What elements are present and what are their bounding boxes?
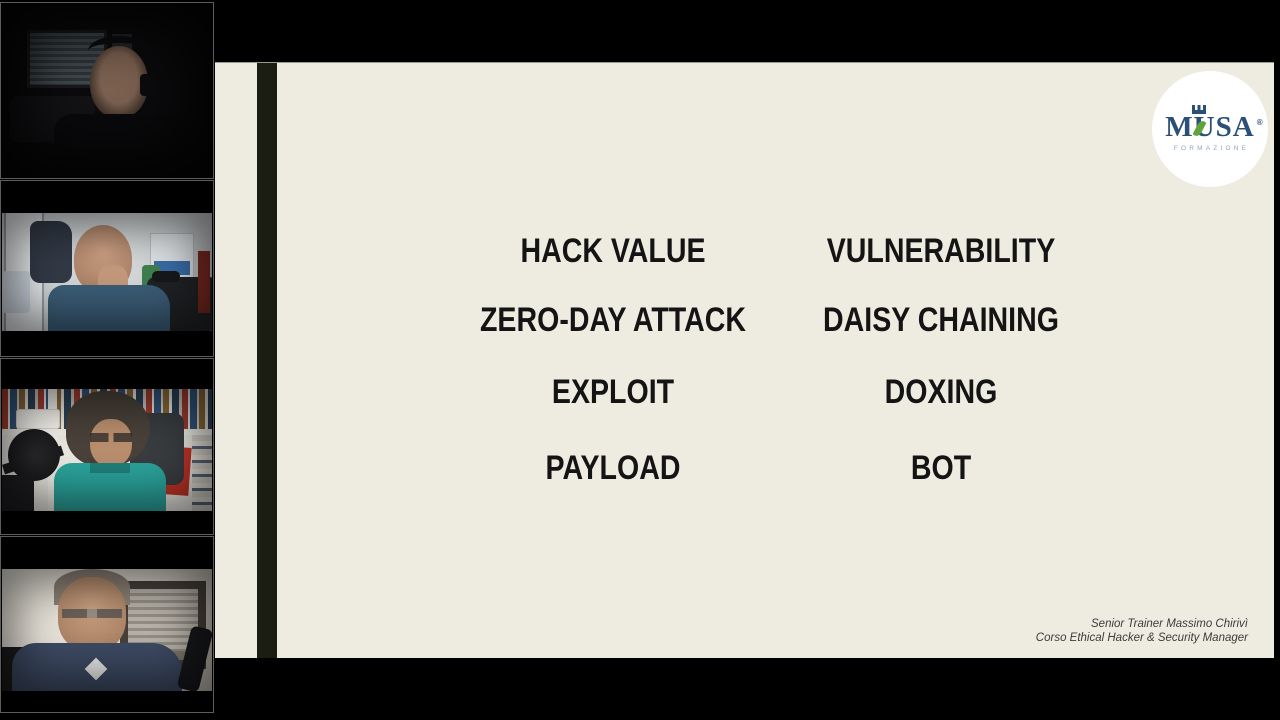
video-frame: [2, 4, 212, 178]
musa-wordmark: MUSA ®: [1165, 105, 1263, 143]
glasses: [62, 609, 122, 618]
vignette: [2, 389, 212, 511]
glasses: [90, 433, 132, 442]
term-bot: BOT: [910, 449, 972, 487]
footer-trainer-line: Senior Trainer Massimo Chirivì: [1091, 618, 1248, 630]
musa-logo: MUSA ® FORMAZIONE: [1152, 71, 1268, 187]
slide-footer: Senior Trainer Massimo Chirivì Corso Eth…: [1036, 617, 1248, 645]
term-payload: PAYLOAD: [545, 449, 681, 487]
castle-icon: [1192, 105, 1207, 110]
participants-sidebar: [0, 0, 215, 720]
video-frame: [2, 213, 212, 331]
participant-video-3[interactable]: [0, 358, 214, 535]
vignette: [2, 213, 212, 331]
term-doxing: DOXING: [884, 373, 998, 411]
plastic-bag: [2, 271, 30, 313]
blue-shirt: [48, 285, 170, 331]
printer: [16, 409, 60, 429]
window-blinds: [128, 589, 198, 651]
registered-trademark: ®: [1256, 118, 1264, 127]
term-hack-value: HACK VALUE: [520, 232, 706, 270]
mic-pop-filter: [8, 429, 60, 481]
vignette: [2, 4, 212, 178]
headset-earcup: [140, 74, 154, 96]
headset-band: [88, 36, 150, 66]
participant-video-1[interactable]: [0, 2, 214, 179]
term-exploit: EXPLOIT: [551, 373, 675, 411]
torso: [54, 114, 190, 178]
camera-gear: [2, 475, 34, 511]
video-frame: [2, 569, 212, 691]
red-frame: [198, 251, 210, 313]
term-zero-day-attack: ZERO-DAY ATTACK: [479, 301, 747, 339]
bike-seat: [152, 271, 180, 282]
binder-stack: [192, 435, 212, 511]
footer-course-line: Corso Ethical Hacker & Security Manager: [1035, 632, 1248, 644]
presentation-slide: HACK VALUE ZERO-DAY ATTACK EXPLOIT PAYLO…: [215, 62, 1274, 658]
video-frame: [2, 389, 212, 511]
participant-video-2[interactable]: [0, 180, 214, 357]
musa-wordmark-text: MUSA: [1165, 111, 1255, 143]
term-vulnerability: VULNERABILITY: [826, 232, 1056, 270]
slide-left-stripe: [257, 63, 277, 658]
face: [90, 419, 132, 467]
vignette: [2, 569, 212, 691]
participant-video-4[interactable]: [0, 536, 214, 713]
castle-base-icon: [1192, 110, 1207, 114]
musa-subtitle: FORMAZIONE: [1173, 145, 1250, 152]
polo-collar: [90, 463, 130, 473]
hanging-jacket: [30, 221, 72, 283]
term-daisy-chaining: DAISY CHAINING: [823, 301, 1059, 339]
